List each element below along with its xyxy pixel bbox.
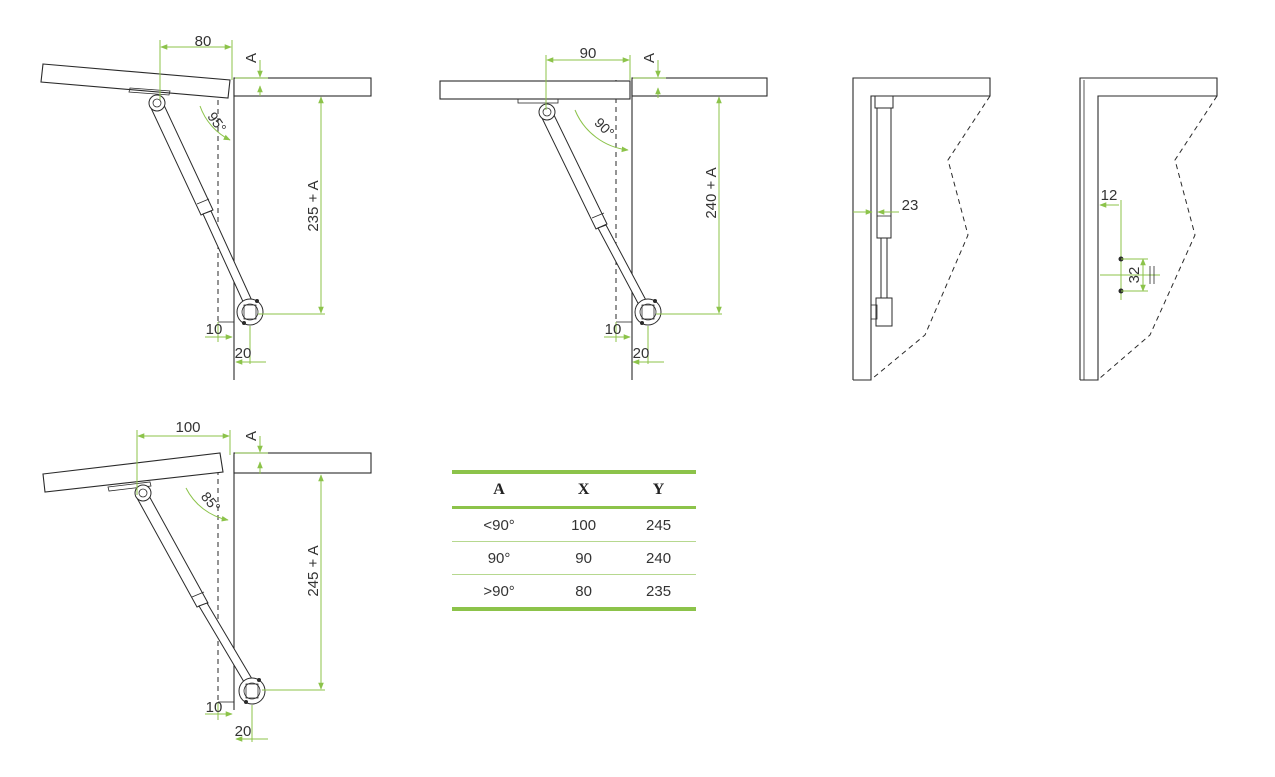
diagram-opening-85: 100 A 245 + A 85° 10 20 bbox=[42, 419, 372, 742]
diagram-side-view: 23 bbox=[852, 77, 991, 381]
gas-strut bbox=[538, 103, 649, 308]
header-x: X bbox=[577, 481, 590, 498]
table-cell: 240 bbox=[646, 549, 672, 567]
diagram-opening-95: 80 A 235 + A 95° 10 20 bbox=[40, 33, 372, 380]
gas-strut bbox=[148, 94, 254, 307]
table-header-row: A X Y bbox=[452, 472, 696, 508]
table-cell: >90° bbox=[483, 582, 515, 600]
dim-x-label: 80 bbox=[195, 33, 212, 50]
table-cell: 235 bbox=[646, 582, 672, 600]
angle-label: 85° bbox=[198, 489, 224, 516]
table-row: >90° 80 235 bbox=[452, 575, 696, 609]
dim-y-label: 235 + A bbox=[305, 180, 322, 231]
dim-inset-label: 23 bbox=[902, 197, 919, 214]
table-cell: 90° bbox=[487, 549, 511, 567]
table-cell: 100 bbox=[571, 516, 597, 534]
dim-offset-label: 10 bbox=[206, 321, 223, 338]
dim-bracket-label: 20 bbox=[235, 345, 252, 362]
table-cell: 245 bbox=[646, 516, 672, 534]
dim-inset-label: 12 bbox=[1101, 187, 1118, 204]
table-cell: 80 bbox=[575, 582, 592, 600]
table-row: 90° 90 240 bbox=[452, 542, 696, 575]
flap-panel bbox=[42, 452, 224, 493]
flap-panel bbox=[40, 63, 231, 99]
dim-hole-spacing-label: 32 bbox=[1126, 267, 1143, 284]
table-cell: 90 bbox=[575, 549, 592, 567]
table-cell: <90° bbox=[483, 516, 515, 534]
dim-y-label: 240 + A bbox=[703, 167, 720, 218]
angle-label: 95° bbox=[204, 109, 229, 136]
dim-a-label: A bbox=[243, 431, 260, 441]
bottom-bracket bbox=[238, 677, 266, 705]
diagram-mounting-view: 12 32 bbox=[1079, 77, 1218, 381]
dim-bracket-label: 20 bbox=[633, 345, 650, 362]
gas-strut bbox=[134, 484, 256, 688]
bottom-bracket bbox=[236, 298, 264, 326]
dim-offset-label: 10 bbox=[605, 321, 622, 338]
dim-a-label: A bbox=[243, 53, 260, 63]
dim-offset-label: 10 bbox=[206, 699, 223, 716]
diagram-opening-90: 90 A 240 + A 90° 10 20 bbox=[439, 45, 768, 380]
dim-x-label: 90 bbox=[580, 45, 597, 62]
gas-strut bbox=[870, 95, 894, 327]
header-y: Y bbox=[652, 481, 665, 498]
header-a: A bbox=[493, 481, 505, 498]
dim-x-label: 100 bbox=[175, 419, 200, 436]
flap-panel bbox=[439, 80, 631, 100]
bottom-bracket bbox=[634, 298, 662, 326]
spec-table: A X Y <90° 100 245 90° 90 240 >90° 80 23… bbox=[452, 470, 696, 611]
dim-bracket-label: 20 bbox=[235, 723, 252, 740]
dim-a-label: A bbox=[641, 53, 658, 63]
dim-y-label: 245 + A bbox=[305, 545, 322, 596]
table-row: <90° 100 245 bbox=[452, 508, 696, 542]
